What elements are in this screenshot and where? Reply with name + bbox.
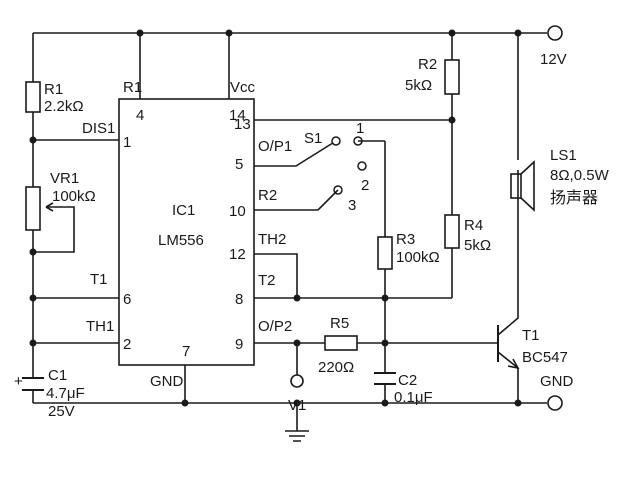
r4-value: 5kΩ bbox=[464, 237, 491, 254]
pin4-num: 4 bbox=[136, 107, 144, 124]
s1-ref: S1 bbox=[304, 130, 322, 147]
pin12-name: TH2 bbox=[258, 231, 286, 248]
junction-dot bbox=[29, 339, 37, 347]
r4-resistor bbox=[444, 214, 460, 249]
junction-dot bbox=[381, 399, 389, 407]
pin2-num: 2 bbox=[123, 336, 131, 353]
pin5-num: 5 bbox=[235, 156, 243, 173]
junction-dot bbox=[293, 294, 301, 302]
c2-value: 0.1μF bbox=[394, 389, 433, 406]
junction-dot bbox=[293, 339, 301, 347]
r3-ref: R3 bbox=[396, 231, 415, 248]
pin8-num: 8 bbox=[235, 291, 243, 308]
r5-value: 220Ω bbox=[318, 359, 354, 376]
pin7-num: 7 bbox=[182, 343, 190, 360]
junction-dot bbox=[448, 29, 456, 37]
junction-dot bbox=[29, 294, 37, 302]
r2-r4-wire bbox=[254, 33, 453, 299]
r5-ref: R5 bbox=[330, 315, 349, 332]
pin8-name: T2 bbox=[258, 272, 276, 289]
c2-ref: C2 bbox=[398, 372, 417, 389]
pin10-name: R2 bbox=[258, 187, 277, 204]
c1-rating: 25V bbox=[48, 403, 75, 420]
s1-switch bbox=[254, 136, 385, 211]
pin13-num: 13 bbox=[234, 116, 251, 133]
pin14-num: 14 bbox=[229, 107, 246, 124]
ls1-spec: 8Ω,0.5W bbox=[550, 167, 610, 184]
pin10-num: 10 bbox=[229, 203, 246, 220]
t1-ref: T1 bbox=[522, 327, 540, 344]
speaker-icon bbox=[510, 160, 535, 212]
ic-part: LM556 bbox=[158, 232, 204, 249]
pin1-num: 1 bbox=[123, 134, 131, 151]
c1-capacitor bbox=[22, 377, 44, 391]
s1-pos2: 2 bbox=[361, 177, 369, 194]
th2-wire bbox=[254, 253, 298, 298]
pin7-name: GND bbox=[150, 373, 184, 390]
junction-dot bbox=[514, 29, 522, 37]
r1-resistor bbox=[25, 81, 41, 113]
gnd-terminal bbox=[547, 395, 563, 411]
junction-dot bbox=[381, 339, 389, 347]
gnd-terminal-label: GND bbox=[540, 373, 574, 390]
ls1-ref: LS1 bbox=[550, 147, 577, 164]
pin6-name: T1 bbox=[90, 271, 108, 288]
r1-value: 2.2kΩ bbox=[44, 98, 84, 115]
ic-body bbox=[118, 98, 255, 366]
pin9-name: O/P2 bbox=[258, 318, 292, 335]
r3-value: 100kΩ bbox=[396, 249, 440, 266]
c1-ref: C1 bbox=[48, 367, 67, 384]
r2-ref: R2 bbox=[418, 56, 437, 73]
t1-transistor bbox=[497, 170, 520, 403]
vr1-value: 100kΩ bbox=[52, 188, 96, 205]
left-wire bbox=[32, 33, 119, 403]
r2-resistor bbox=[444, 59, 460, 95]
vr1-potentiometer bbox=[25, 186, 75, 253]
pin12-num: 12 bbox=[229, 246, 246, 263]
junction-dot bbox=[29, 136, 37, 144]
t1-part: BC547 bbox=[522, 349, 568, 366]
r4-ref: R4 bbox=[464, 217, 483, 234]
pin6-num: 6 bbox=[123, 291, 131, 308]
junction-dot bbox=[514, 399, 522, 407]
junction-dot bbox=[293, 399, 301, 407]
ic-ref: IC1 bbox=[172, 202, 195, 219]
s1-pos3: 3 bbox=[348, 197, 356, 214]
pin5-name: O/P1 bbox=[258, 138, 292, 155]
junction-dot bbox=[136, 29, 144, 37]
c1-polarity: + bbox=[14, 373, 23, 390]
c1-value: 4.7μF bbox=[46, 385, 85, 402]
junction-dot bbox=[181, 399, 189, 407]
v1-testpoint bbox=[290, 374, 304, 388]
vr1-ref: VR1 bbox=[50, 170, 79, 187]
r1-ref: R1 bbox=[44, 81, 63, 98]
pin1-name: DIS1 bbox=[82, 120, 115, 137]
junction-dot bbox=[225, 29, 233, 37]
vcc-label: 12V bbox=[540, 51, 567, 68]
pin14-name: Vcc bbox=[230, 79, 256, 96]
r3-resistor bbox=[377, 236, 393, 270]
junction-dot bbox=[29, 248, 37, 256]
pin2-name: TH1 bbox=[86, 318, 114, 335]
pin9-num: 9 bbox=[235, 336, 243, 353]
r2-value: 5kΩ bbox=[405, 77, 432, 94]
junction-dot bbox=[381, 294, 389, 302]
r5-resistor bbox=[324, 335, 358, 351]
vcc-terminal bbox=[547, 25, 563, 41]
pin4-name: R1 bbox=[123, 79, 142, 96]
s1-pos1: 1 bbox=[356, 120, 364, 137]
junction-dot bbox=[448, 116, 456, 124]
ground-symbol bbox=[285, 403, 309, 442]
ls1-desc: 扬声器 bbox=[550, 188, 598, 207]
c2-capacitor bbox=[374, 372, 396, 385]
